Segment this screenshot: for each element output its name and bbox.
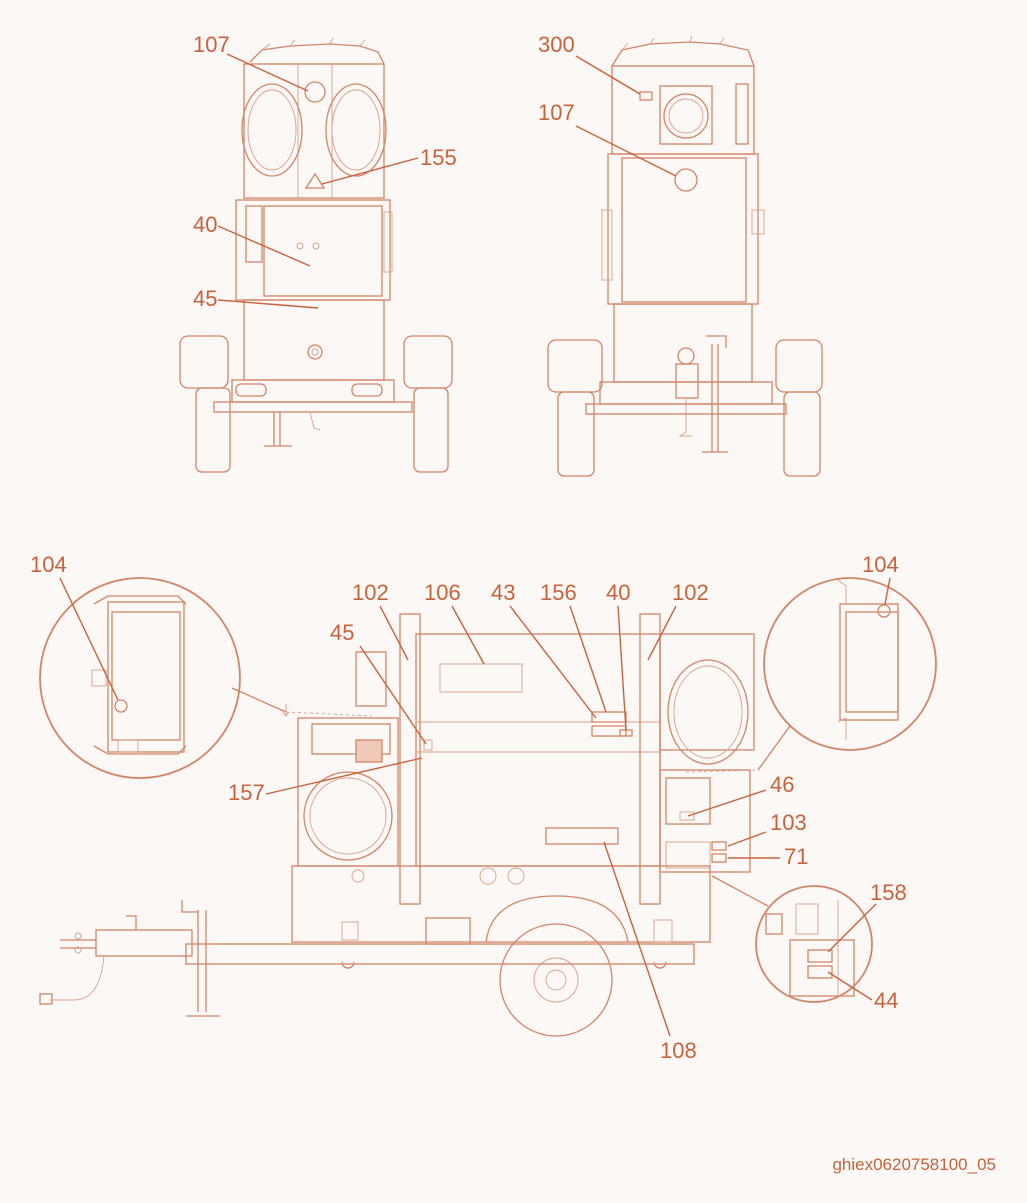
bottom-detail-drawing — [711, 875, 873, 1003]
right-detail-drawing — [685, 577, 937, 773]
callout-side-108: 108 — [660, 1038, 697, 1063]
left-detail-drawing — [39, 577, 373, 779]
callout-side-102-left: 102 — [352, 580, 389, 605]
right-detail-part-104 — [877, 604, 891, 618]
callout-left-104: 104 — [30, 552, 67, 577]
rear-view-drawing — [547, 35, 823, 477]
callout-side-43: 43 — [491, 580, 515, 605]
left-detail-callouts: 104 — [30, 552, 128, 713]
figure-code: ghiex0620758100_05 — [832, 1155, 996, 1174]
callout-side-106: 106 — [424, 580, 461, 605]
callout-side-45: 45 — [330, 620, 354, 645]
callout-detail-44: 44 — [874, 988, 898, 1013]
front-view-callouts: 107 155 40 45 — [193, 32, 457, 311]
callout-detail-158: 158 — [870, 880, 907, 905]
callout-side-103: 103 — [770, 810, 807, 835]
callout-front-40: 40 — [193, 212, 217, 237]
callout-side-40: 40 — [606, 580, 630, 605]
callout-side-157: 157 — [228, 780, 265, 805]
callout-side-102-right: 102 — [672, 580, 709, 605]
front-view-drawing — [179, 37, 453, 473]
callout-side-46: 46 — [770, 772, 794, 797]
callout-rear-107: 107 — [538, 100, 575, 125]
bottom-detail-callouts: 158 44 — [827, 880, 907, 1013]
callout-side-156: 156 — [540, 580, 577, 605]
callout-front-107: 107 — [193, 32, 230, 57]
side-view-callouts: 102 106 43 156 40 102 45 157 46 103 71 1… — [228, 580, 808, 1063]
side-view-drawing — [39, 613, 755, 1037]
callout-front-155: 155 — [420, 145, 457, 170]
callout-right-104: 104 — [862, 552, 899, 577]
callout-side-71: 71 — [784, 844, 808, 869]
left-detail-part-104 — [114, 699, 128, 713]
rear-view-callouts: 300 107 — [538, 32, 677, 177]
callout-rear-300: 300 — [538, 32, 575, 57]
callout-front-45: 45 — [193, 286, 217, 311]
right-detail-callouts: 104 — [862, 552, 899, 618]
